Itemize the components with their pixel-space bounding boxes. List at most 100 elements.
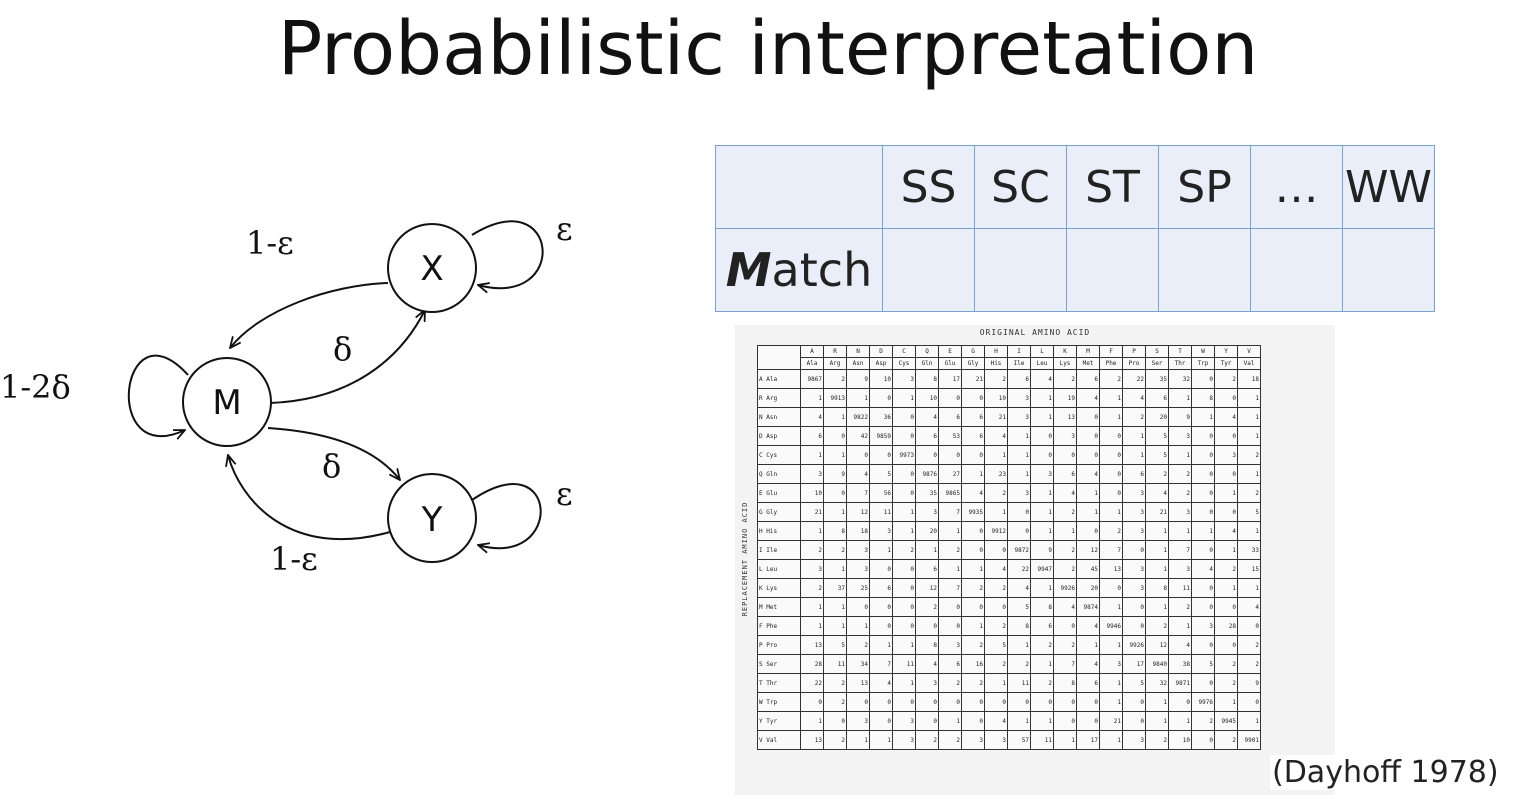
dayhoff-cell: 0 bbox=[915, 711, 939, 731]
dayhoff-cell: 2 bbox=[823, 692, 847, 712]
label-y-self: ε bbox=[556, 475, 573, 513]
dayhoff-cell: 1 bbox=[1007, 464, 1031, 484]
dayhoff-cell: 4 bbox=[1237, 597, 1261, 617]
dayhoff-cell: 2 bbox=[961, 578, 985, 598]
dayhoff-cell: 2 bbox=[915, 597, 939, 617]
dayhoff-cell: 1 bbox=[1214, 483, 1238, 503]
match-row-label: Match bbox=[715, 228, 883, 312]
dayhoff-cell: 8 bbox=[1191, 388, 1215, 408]
dayhoff-row-label: R Arg bbox=[757, 388, 801, 408]
dayhoff-cell: 9874 bbox=[1076, 597, 1100, 617]
dayhoff-cell: 2 bbox=[1237, 445, 1261, 465]
dayhoff-cell: 4 bbox=[915, 654, 939, 674]
dayhoff-cell: 0 bbox=[915, 616, 939, 636]
dayhoff-cell: 2 bbox=[1145, 730, 1169, 750]
dayhoff-cell: 11 bbox=[1007, 673, 1031, 693]
dayhoff-col-name: Ala bbox=[800, 357, 824, 370]
dayhoff-cell: 0 bbox=[1191, 426, 1215, 446]
dayhoff-cell: 3 bbox=[1099, 654, 1123, 674]
dayhoff-cell: 1 bbox=[1053, 521, 1077, 541]
dayhoff-cell: 6 bbox=[1030, 616, 1054, 636]
label-x-self: ε bbox=[556, 210, 573, 248]
dayhoff-cell: 0 bbox=[961, 692, 985, 712]
dayhoff-cell: 1 bbox=[1007, 445, 1031, 465]
dayhoff-cell: 35 bbox=[915, 483, 939, 503]
dayhoff-row-label: V Val bbox=[757, 730, 801, 750]
dayhoff-cell: 0 bbox=[1099, 464, 1123, 484]
dayhoff-cell: 0 bbox=[1214, 502, 1238, 522]
dayhoff-cell: 3 bbox=[1030, 464, 1054, 484]
dayhoff-cell: 1 bbox=[1214, 578, 1238, 598]
dayhoff-cell: 3 bbox=[938, 635, 962, 655]
dayhoff-cell: 9 bbox=[1237, 673, 1261, 693]
dayhoff-cell: 1 bbox=[800, 616, 824, 636]
dayhoff-cell: 2 bbox=[892, 540, 916, 560]
dayhoff-cell: 3 bbox=[961, 730, 985, 750]
dayhoff-cell: 10 bbox=[869, 369, 893, 389]
dayhoff-cell: 2 bbox=[1214, 673, 1238, 693]
dayhoff-cell: 1 bbox=[1145, 540, 1169, 560]
dayhoff-cell: 6 bbox=[915, 426, 939, 446]
state-y-label: Y bbox=[421, 500, 443, 540]
dayhoff-cell: 1 bbox=[1168, 521, 1192, 541]
dayhoff-cell: 4 bbox=[984, 711, 1008, 731]
dayhoff-cell: 1 bbox=[1030, 483, 1054, 503]
dayhoff-cell: 3 bbox=[915, 502, 939, 522]
dayhoff-cell: 0 bbox=[1191, 502, 1215, 522]
dayhoff-cell: 0 bbox=[823, 711, 847, 731]
dayhoff-row-label: L Leu bbox=[757, 559, 801, 579]
dayhoff-cell: 11 bbox=[1030, 730, 1054, 750]
dayhoff-cell: 1 bbox=[1237, 426, 1261, 446]
dayhoff-cell: 3 bbox=[800, 464, 824, 484]
dayhoff-cell: 0 bbox=[1030, 692, 1054, 712]
dayhoff-cell: 1 bbox=[1076, 483, 1100, 503]
dayhoff-cell: 7 bbox=[1168, 540, 1192, 560]
dayhoff-cell: 0 bbox=[1191, 673, 1215, 693]
dayhoff-cell: 2 bbox=[984, 578, 1008, 598]
dayhoff-cell: 21 bbox=[1145, 502, 1169, 522]
dayhoff-cell: 0 bbox=[1076, 692, 1100, 712]
dayhoff-cell: 57 bbox=[1007, 730, 1031, 750]
dayhoff-cell: 6 bbox=[1076, 673, 1100, 693]
dayhoff-cell: 2 bbox=[800, 578, 824, 598]
dayhoff-col-name: Leu bbox=[1030, 357, 1054, 370]
dayhoff-cell: 1 bbox=[961, 559, 985, 579]
dayhoff-cell: 18 bbox=[1237, 369, 1261, 389]
dayhoff-cell: 2 bbox=[961, 673, 985, 693]
dayhoff-cell: 3 bbox=[1122, 559, 1146, 579]
match-cell bbox=[1158, 228, 1251, 312]
dayhoff-cell: 2 bbox=[1007, 654, 1031, 674]
dayhoff-cell: 9 bbox=[823, 464, 847, 484]
dayhoff-cell: 3 bbox=[1122, 578, 1146, 598]
dayhoff-cell: 2 bbox=[1099, 369, 1123, 389]
match-header-sc: SC bbox=[974, 145, 1067, 229]
dayhoff-cell: 2 bbox=[984, 483, 1008, 503]
dayhoff-cell: 15 bbox=[1237, 559, 1261, 579]
state-m-label: M bbox=[212, 383, 241, 423]
dayhoff-cell: 0 bbox=[1191, 483, 1215, 503]
dayhoff-cell: 3 bbox=[846, 711, 870, 731]
dayhoff-cell: 3 bbox=[1214, 445, 1238, 465]
dayhoff-cell: 12 bbox=[1076, 540, 1100, 560]
dayhoff-cell: 9 bbox=[1030, 540, 1054, 560]
dayhoff-cell: 0 bbox=[961, 388, 985, 408]
dayhoff-cell: 8 bbox=[823, 521, 847, 541]
dayhoff-cell: 1 bbox=[938, 711, 962, 731]
dayhoff-cell: 1 bbox=[869, 730, 893, 750]
dayhoff-col-name: Pro bbox=[1122, 357, 1146, 370]
dayhoff-cell: 0 bbox=[1122, 597, 1146, 617]
match-cell bbox=[974, 228, 1067, 312]
dayhoff-cell: 4 bbox=[1076, 654, 1100, 674]
dayhoff-cell: 0 bbox=[1214, 464, 1238, 484]
dayhoff-cell: 1 bbox=[1030, 711, 1054, 731]
match-header-ww: WW bbox=[1342, 145, 1435, 229]
dayhoff-cell: 1 bbox=[984, 673, 1008, 693]
dayhoff-cell: 1 bbox=[1145, 559, 1169, 579]
dayhoff-cell: 2 bbox=[915, 730, 939, 750]
dayhoff-cell: 0 bbox=[1122, 616, 1146, 636]
dayhoff-cell: 4 bbox=[1053, 483, 1077, 503]
dayhoff-cell: 0 bbox=[915, 692, 939, 712]
